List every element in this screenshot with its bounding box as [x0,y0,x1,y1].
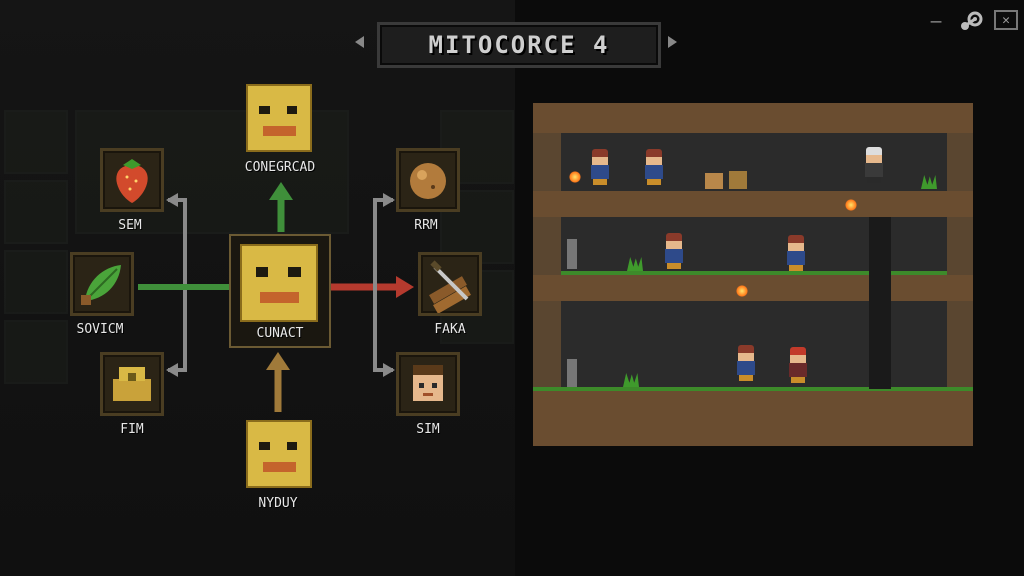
character-portrait-icon [396,352,460,416]
node-label: RRM [414,218,438,233]
right-branch-arrow-bottom [383,363,395,377]
previous-arrow-icon[interactable] [355,36,364,48]
background-slot [4,320,68,384]
yellow-block-face-icon [240,244,318,322]
strawberry-icon [100,148,164,212]
node-label: SEM [118,218,142,233]
background-slot [4,250,68,314]
torch-icon [845,199,857,211]
torch-icon [569,171,581,183]
node-label: NYDUY [258,496,298,511]
level-preview-map [533,103,973,446]
node-label: CONEGRCAD [244,160,316,175]
crate-icon [729,171,747,189]
title-plate: MITOCORCE 4 [377,22,661,68]
grass-strip [533,387,973,391]
dirt-floor-2 [533,275,973,301]
background-slot [4,180,68,244]
next-arrow-icon[interactable] [668,36,677,48]
crafting-connectors [138,182,414,412]
ladder-shaft [869,217,891,389]
left-branch-arrow-top [166,193,178,207]
steam-icon[interactable] [956,10,986,32]
game-title: MITOCORCE 4 [428,31,610,59]
grass-strip [561,271,947,275]
minimize-button[interactable]: — [930,10,942,32]
node-label: FIM [120,422,144,437]
node-label: CUNACT [256,326,304,341]
up-arrow-head [269,182,293,200]
sword-and-logs-icon [418,252,482,316]
node-label: SOVICM [76,322,124,337]
yellow-block-face-icon [246,84,312,152]
stone-pillar [567,359,577,387]
yellow-chest-icon [100,352,164,416]
node-label: FAKA [434,322,466,337]
dirt-bottom [533,391,973,446]
bottom-arrow-head [266,352,290,370]
crate-icon [705,173,723,189]
yellow-block-face-icon [246,420,312,488]
right-arrow-head [396,276,414,298]
dirt-floor-1 [533,191,973,217]
green-leaf-icon [70,252,134,316]
stone-pillar [567,239,577,269]
node-label: SIM [416,422,440,437]
torch-icon [736,285,748,297]
background-slot [4,110,68,174]
round-nut-icon [396,148,460,212]
tunnel-row-1 [561,133,947,191]
close-button[interactable]: ✕ [994,10,1018,30]
recipe-node-center[interactable]: CUNACT [229,234,331,348]
right-branch-arrow-top [383,193,395,207]
dirt-ceiling [533,103,973,133]
left-branch-arrow-bottom [166,363,178,377]
